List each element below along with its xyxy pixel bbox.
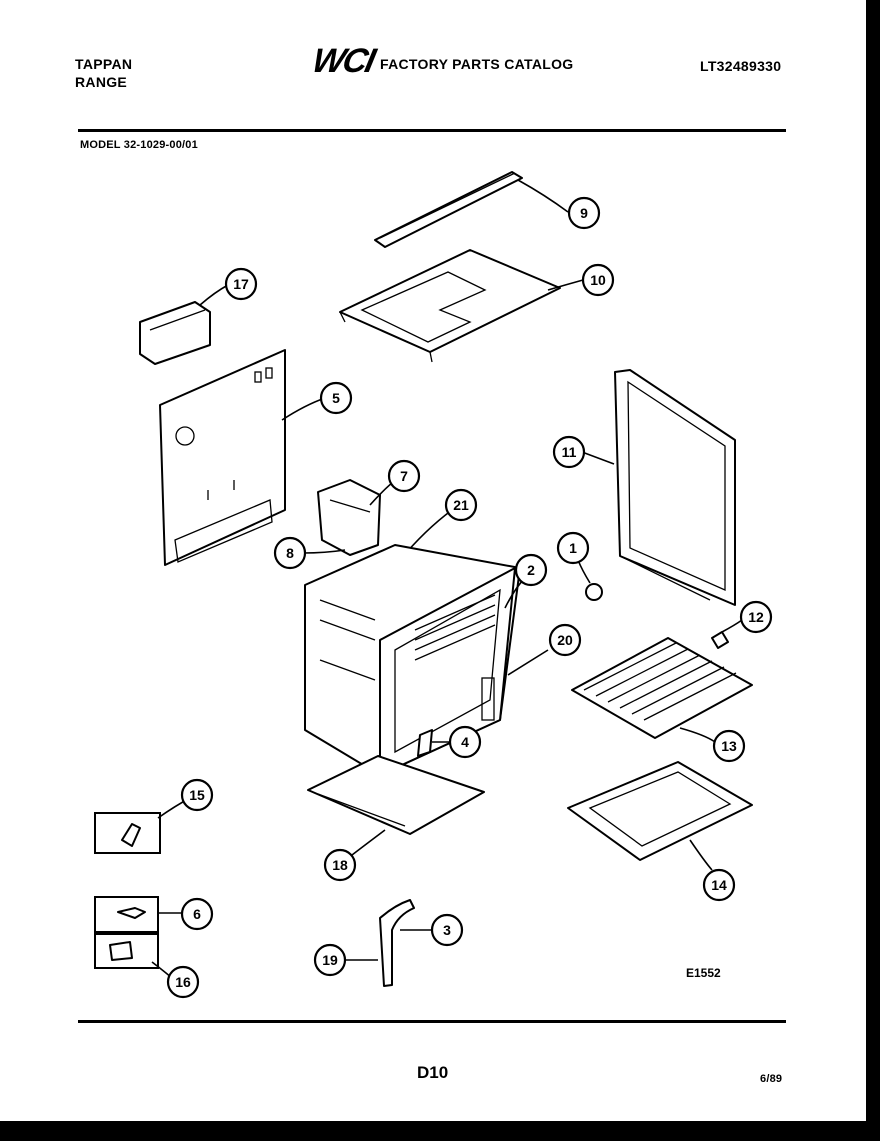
callout-1: 1: [556, 531, 590, 565]
callout-7-label: 7: [400, 468, 408, 484]
part-15-box: [94, 797, 191, 854]
drawing-id: E1552: [686, 966, 721, 980]
callout-17: 17: [224, 267, 258, 301]
callout-5-label: 5: [332, 390, 340, 406]
callout-15-label: 15: [189, 787, 205, 803]
page-code: D10: [417, 1063, 449, 1082]
footer-rule: [78, 1020, 786, 1023]
callout-14-label: 14: [711, 877, 727, 893]
callout-19-label: 19: [322, 952, 338, 968]
callout-7: 7: [387, 459, 421, 493]
callout-12-label: 12: [748, 609, 764, 625]
brand-line-1: TAPPAN: [75, 56, 133, 72]
part-17-bracket: [139, 284, 229, 365]
part-9-trim-strip: [374, 171, 569, 248]
callout-18-label: 18: [332, 857, 348, 873]
callout-4: 4: [448, 725, 482, 759]
callout-2: 2: [514, 553, 548, 587]
catalog-number: LT32489330: [700, 58, 782, 74]
callout-10-label: 10: [590, 272, 606, 288]
callout-5: 5: [319, 381, 353, 415]
callout-6-label: 6: [193, 906, 201, 922]
callout-13: 13: [712, 729, 746, 763]
model-number: MODEL 32-1029-00/01: [80, 139, 198, 151]
callout-1-label: 1: [569, 540, 577, 556]
callout-14: 14: [702, 868, 736, 902]
part-10-top-panel: [339, 249, 584, 363]
part-14-broiler-pan: [567, 761, 753, 871]
callout-4-label: 4: [461, 734, 469, 750]
callout-21: 21: [444, 488, 478, 522]
callout-20: 20: [548, 623, 582, 657]
callout-9: 9: [567, 196, 601, 230]
part-8-bracket: [302, 549, 346, 554]
part-12-clip: [711, 619, 743, 649]
callout-2-label: 2: [527, 562, 535, 578]
callout-11-label: 11: [562, 444, 577, 460]
callout-8: 8: [273, 536, 307, 570]
callout-21-label: 21: [453, 497, 469, 513]
callout-3-label: 3: [443, 922, 451, 938]
part-1-knob: [577, 559, 603, 601]
part-5-side-panel: [159, 349, 326, 566]
brand-line-2: RANGE: [75, 74, 128, 90]
callout-11: 11: [552, 435, 586, 469]
callout-17-label: 17: [233, 276, 249, 292]
callout-9-label: 9: [580, 205, 588, 221]
scan-edge-right: [866, 0, 880, 1141]
callout-19: 19: [313, 943, 347, 977]
part-13-oven-rack: [571, 637, 753, 743]
part-20-pin: [507, 649, 549, 676]
part-16-box: [94, 933, 173, 979]
part-11-door-frame: [581, 369, 736, 606]
callout-6: 6: [180, 897, 214, 931]
part-3-thermostat-bulb: [379, 899, 432, 987]
part-7-burner-box: [317, 477, 399, 556]
scan-edge-bottom: [0, 1121, 880, 1141]
catalog-title: FACTORY PARTS CATALOG: [380, 56, 574, 72]
header-rule: [78, 129, 786, 132]
callout-18: 18: [323, 848, 357, 882]
catalog-date: 6/89: [760, 1073, 783, 1085]
callout-10: 10: [581, 263, 615, 297]
part-4-clip: [417, 729, 450, 757]
part-18-oven-bottom: [307, 755, 485, 856]
callout-20-label: 20: [557, 632, 573, 648]
callout-3: 3: [430, 913, 464, 947]
callout-8-label: 8: [286, 545, 294, 561]
callout-15: 15: [180, 778, 214, 812]
callout-12: 12: [739, 600, 773, 634]
callout-16: 16: [166, 965, 200, 999]
callout-13-label: 13: [721, 738, 737, 754]
part-6-box: [94, 896, 182, 933]
part-2-oven-body: [304, 544, 526, 776]
callout-16-label: 16: [175, 974, 191, 990]
